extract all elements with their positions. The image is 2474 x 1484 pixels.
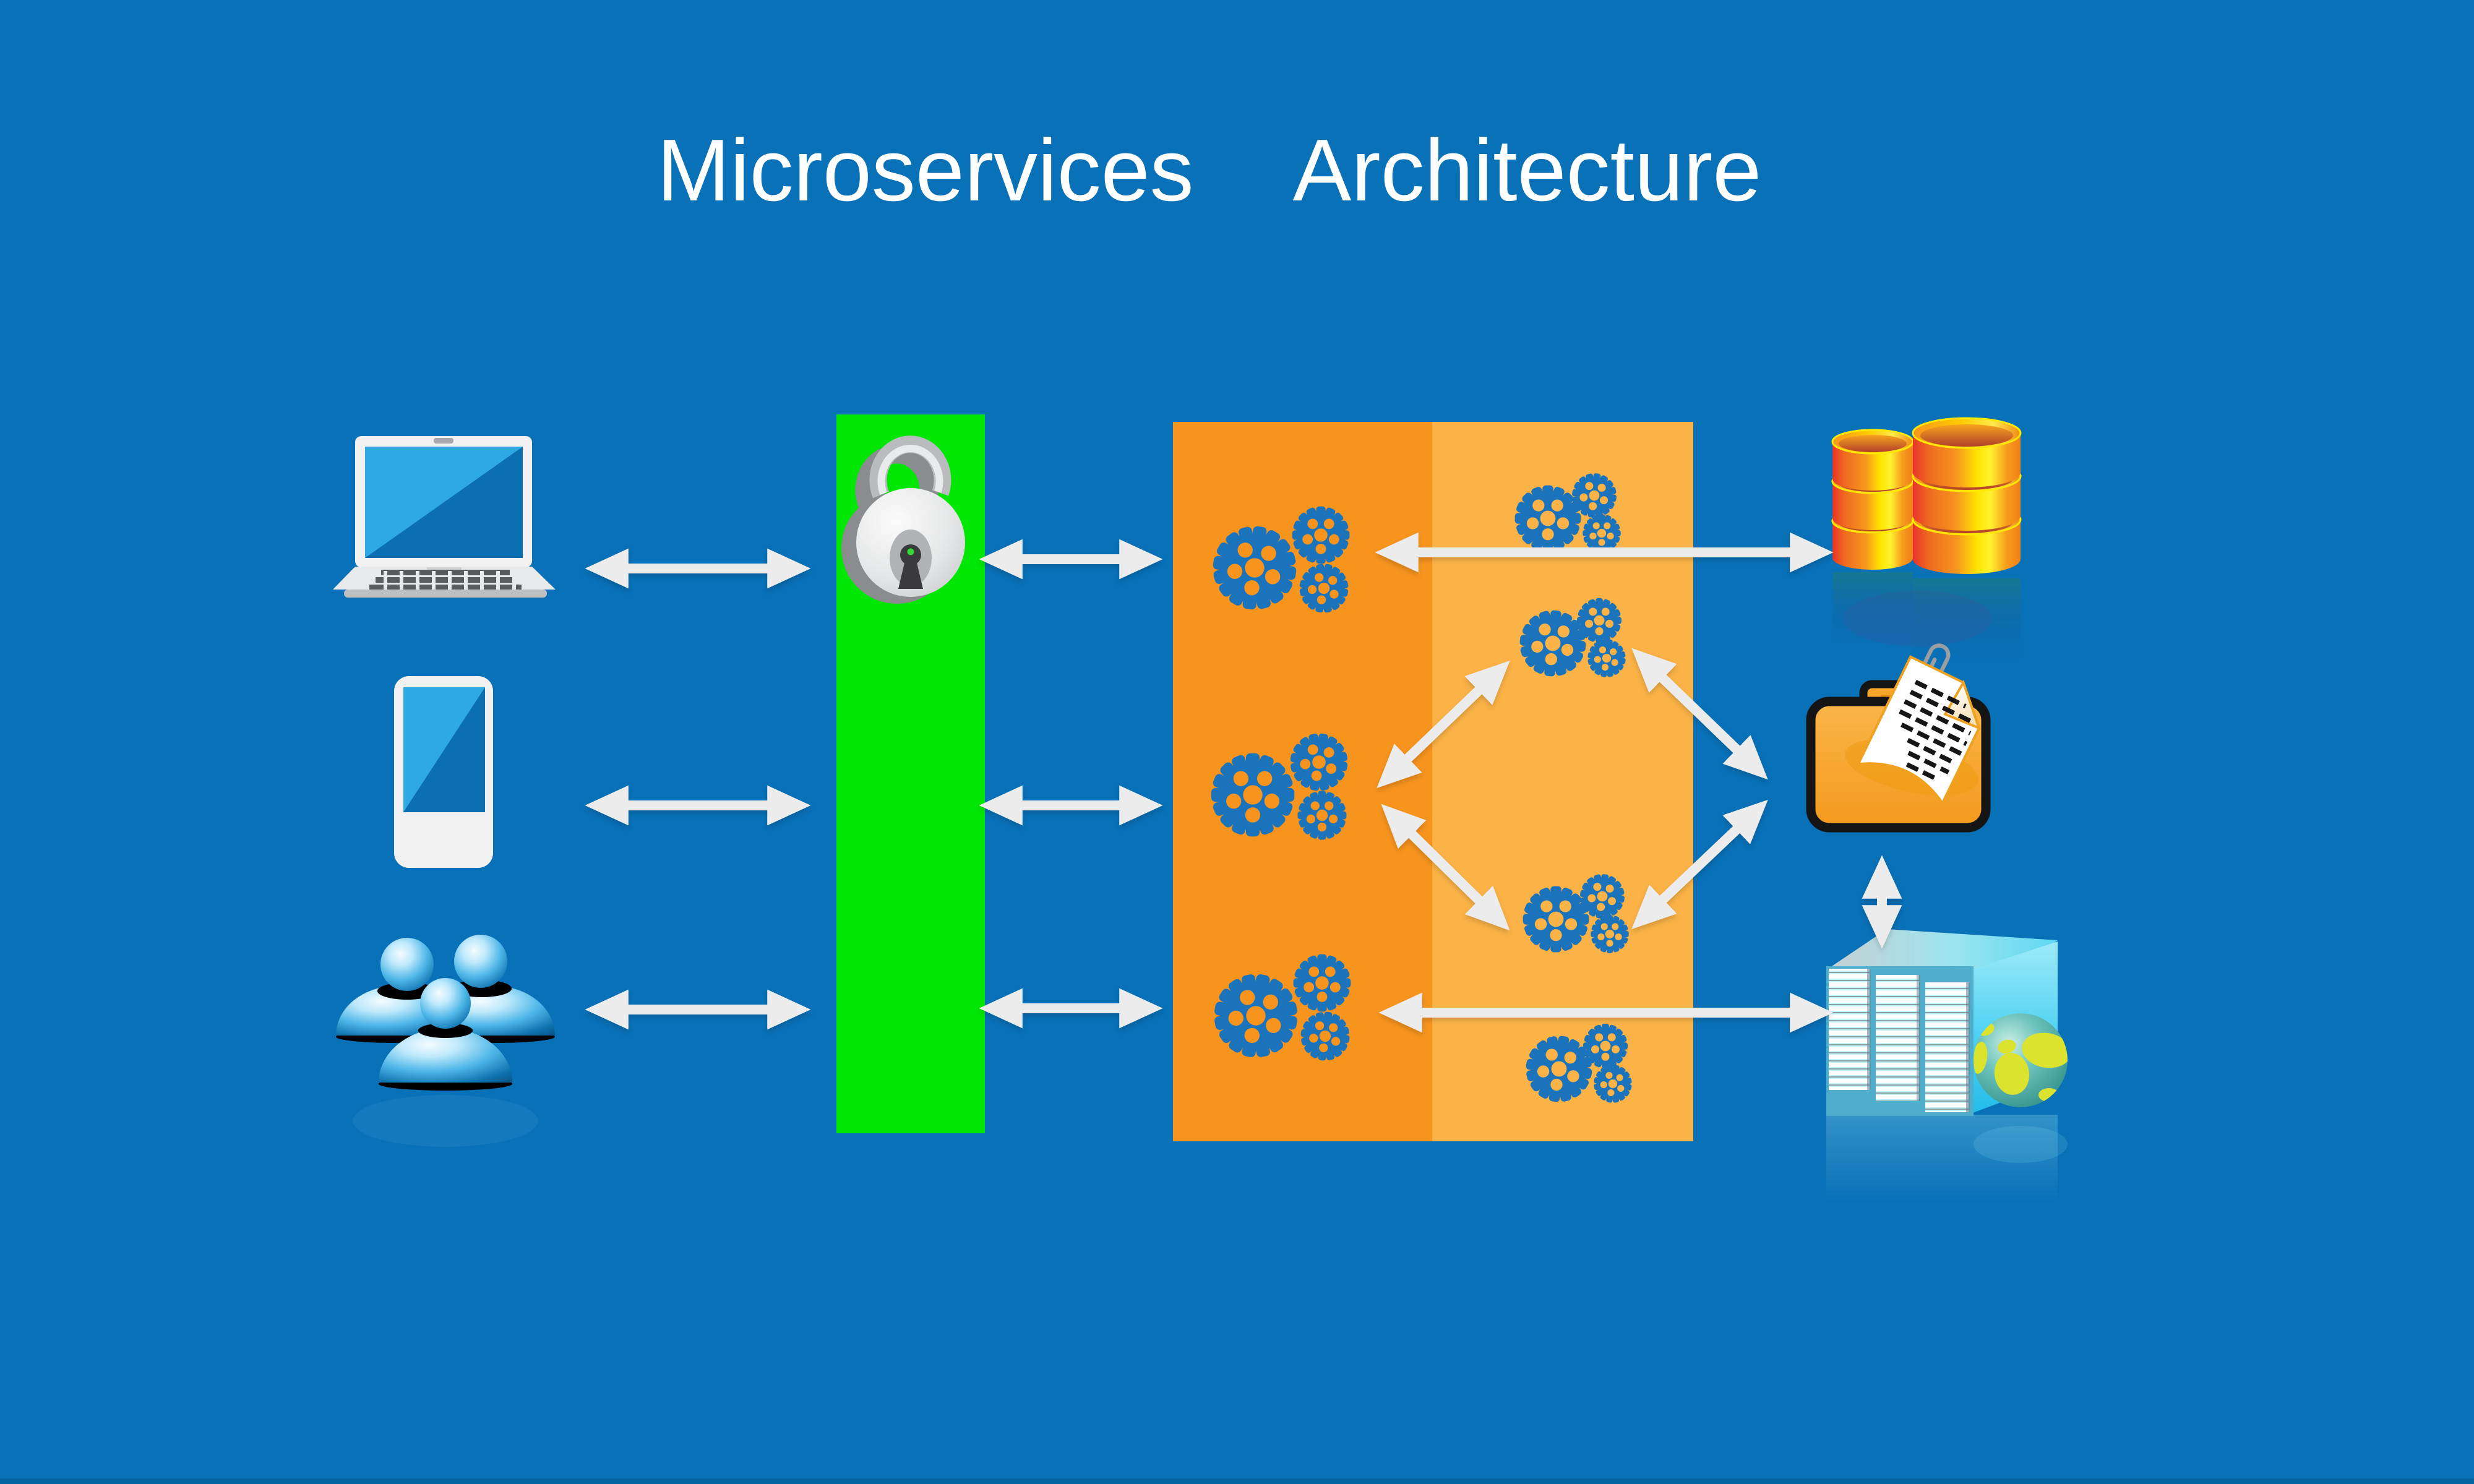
database-stack [1912,417,2022,574]
arrow-service-mesh-up [1377,660,1510,789]
title-word-1: Microservices [656,121,1194,220]
page-title: Microservices Architecture [0,127,2446,215]
database-icon [1831,417,2022,662]
webcam-icon [434,438,453,444]
bottom-edge-strip [0,1478,2474,1484]
arrow-mesh-folder-top [1631,648,1768,780]
gear-cluster [1204,504,1355,620]
flow-arrows [585,532,1902,1033]
laptop-icon [333,436,556,598]
gears-icon [1203,468,1637,1110]
smartphone-icon [394,676,493,868]
server-racks [1829,969,1970,1112]
gear-cluster [1208,726,1355,842]
gear-cluster [1520,869,1630,955]
folder-document-icon [1806,643,1991,833]
users-icon [336,935,555,1147]
server-globe-icon [1826,929,2068,1201]
gear-cluster [1514,596,1631,682]
globe-icon [1974,1013,2068,1107]
arrow-mesh-folder-bottom [1631,799,1768,930]
gear-cluster [1203,952,1355,1068]
document [1856,643,1982,806]
arrow-service-mesh-down [1381,804,1510,931]
keyboard-keys [369,570,522,590]
padlock-icon [841,435,965,604]
title-word-2: Architecture [1292,121,1762,220]
database-stack [1831,429,1914,570]
